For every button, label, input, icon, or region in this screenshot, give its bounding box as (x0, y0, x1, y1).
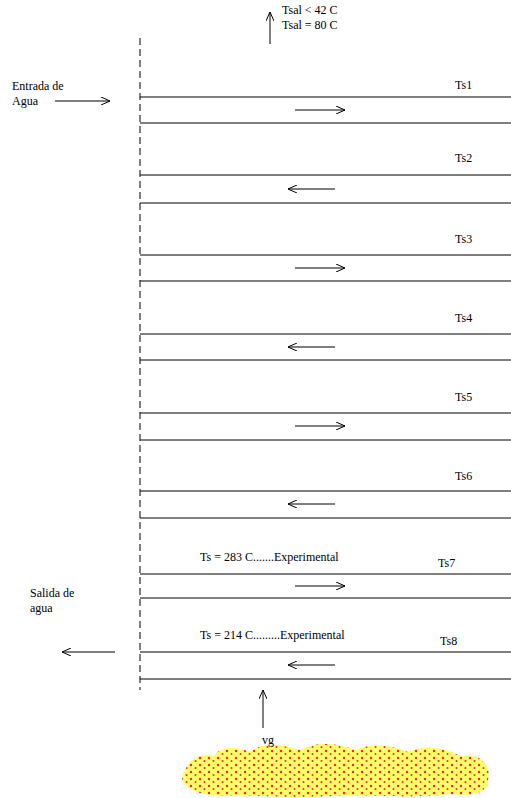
water-outlet-label: Salida de agua (30, 586, 92, 616)
outlet-temp-label: Tsal = 80 C (282, 18, 338, 33)
outlet-temp-label: Tsal < 42 C (282, 3, 338, 18)
experimental-temp-note: Ts = 214 C.........Experimental (200, 628, 345, 643)
gas-velocity-label: vg (262, 733, 274, 748)
surface-temp-label: Ts3 (455, 232, 472, 247)
gas-arrow (263, 690, 264, 728)
surface-temp-label: Ts4 (455, 311, 472, 326)
surface-temp-label: Ts1 (455, 78, 472, 93)
experimental-temp-note: Ts = 283 C.......Experimental (200, 550, 339, 565)
surface-temp-label: Ts8 (440, 634, 457, 649)
fire (182, 744, 489, 797)
flow-arrows (288, 110, 345, 665)
surface-temp-label: Ts7 (438, 556, 455, 571)
water-inlet-label: Entrada de Agua (12, 79, 78, 109)
outlet-arrow (62, 652, 115, 653)
inlet-arrow (55, 101, 110, 102)
surface-temp-label: Ts5 (455, 390, 472, 405)
exhaust-arrow (270, 12, 271, 44)
surface-temp-label: Ts2 (455, 151, 472, 166)
surface-temp-label: Ts6 (455, 469, 472, 484)
dashed-wall (140, 38, 141, 690)
tube-lines (140, 97, 511, 679)
